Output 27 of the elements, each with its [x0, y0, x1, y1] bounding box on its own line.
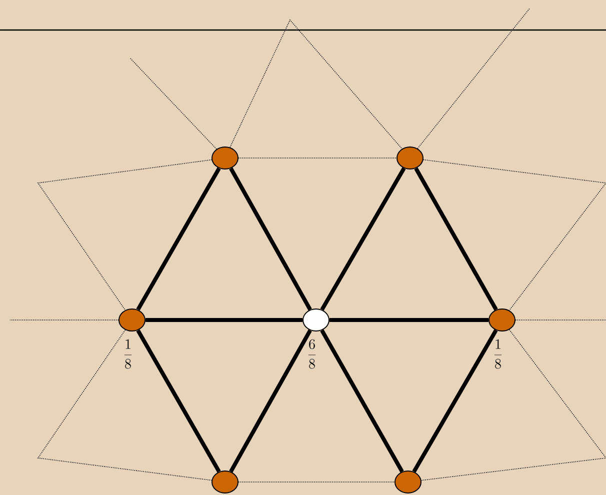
edge-line — [136, 167, 221, 311]
edge-line — [136, 329, 221, 473]
dotted-line — [37, 159, 212, 310]
edge-line — [229, 329, 312, 473]
dotted-line — [420, 329, 606, 481]
vertex-dot — [302, 308, 330, 332]
edge-line — [229, 167, 312, 311]
edge-line — [320, 329, 404, 473]
dotted-line — [422, 159, 606, 311]
vertex-dot — [394, 470, 422, 494]
dotted-line — [230, 19, 402, 150]
edge-line — [414, 167, 498, 311]
dotted-line — [130, 58, 217, 150]
vertex-dot — [396, 146, 424, 170]
edge-line — [330, 318, 488, 322]
vertex-dot — [118, 308, 146, 332]
dotted-line — [37, 330, 212, 481]
vertex-dot — [488, 308, 516, 332]
fraction-label: $\frac{1}{8}$ — [494, 339, 502, 369]
vertex-dot — [212, 470, 238, 494]
edge-line — [412, 329, 498, 473]
edge-line — [146, 318, 302, 322]
dotted-line — [417, 8, 530, 149]
fraction-label: $\frac{1}{8}$ — [124, 339, 132, 369]
vertex-dot — [212, 146, 238, 170]
edge-line — [320, 167, 406, 311]
fraction-label: $\frac{6}{8}$ — [308, 339, 316, 369]
